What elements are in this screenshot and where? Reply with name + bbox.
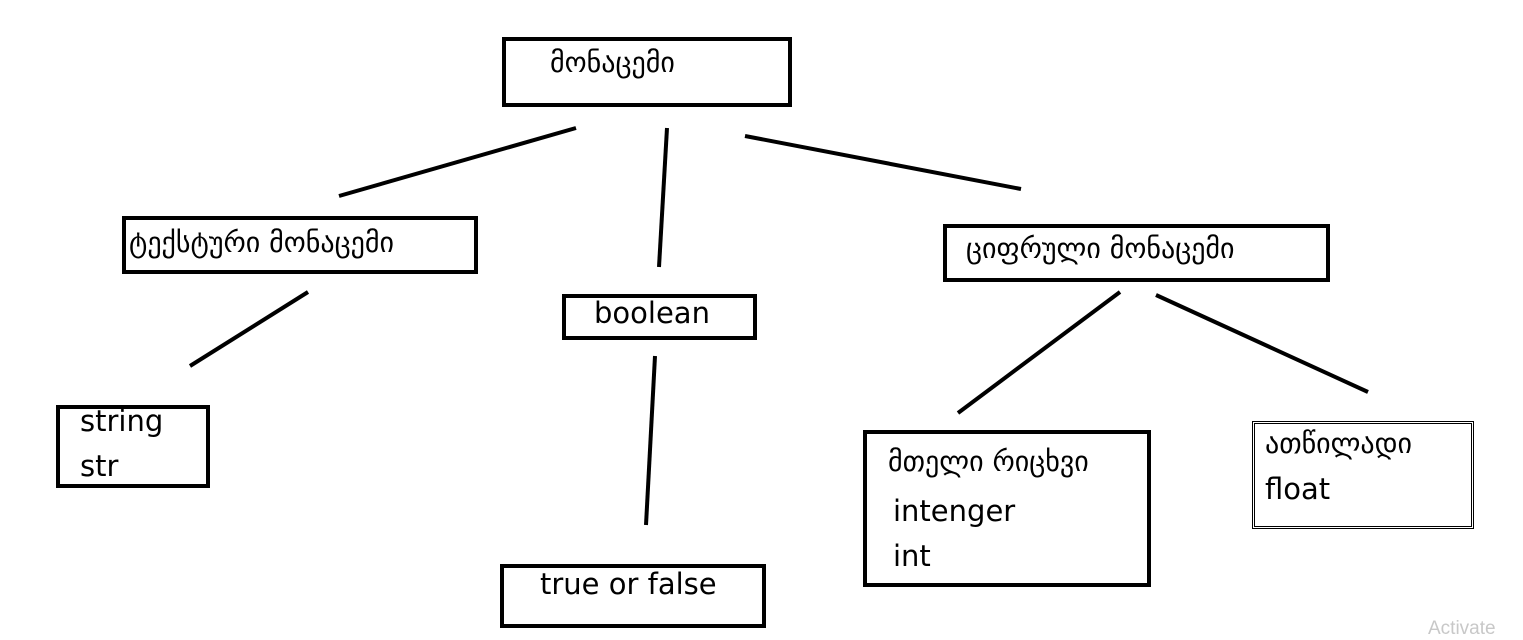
string-label: string: [80, 404, 164, 438]
intenger-label: intenger: [893, 494, 1016, 528]
connector-root-to-text: [338, 126, 577, 198]
connector-root-to-numeric: [744, 134, 1022, 191]
boolean-label: boolean: [594, 296, 710, 330]
connector-root-to-boolean: [657, 127, 669, 268]
boolean-node: [562, 294, 757, 340]
str-label: str: [80, 449, 119, 483]
activate-watermark: Activate: [1428, 618, 1496, 639]
true-or-false-node: [500, 564, 766, 628]
root-label: მონაცემი: [550, 46, 675, 79]
connector-boolean-to-truefalse: [644, 355, 657, 526]
text-data-node: [122, 216, 478, 274]
true-or-false-label: true or false: [540, 567, 717, 601]
root-node: [502, 37, 792, 107]
numeric-data-node: [943, 224, 1330, 282]
numeric-data-label: ციფრული მონაცემი: [966, 232, 1235, 265]
integer-georgian-label: მთელი რიცხვი: [888, 445, 1089, 478]
connector-numeric-to-integer: [956, 290, 1122, 415]
string-node: [56, 405, 210, 488]
float-node: [1252, 421, 1474, 529]
connector-numeric-to-float: [1155, 293, 1369, 394]
integer-node: [863, 430, 1151, 587]
text-data-label: ტექსტური მონაცემი: [129, 226, 394, 259]
float-georgian-label: ათწილადი: [1265, 427, 1413, 460]
int-label: int: [893, 539, 931, 573]
float-label: float: [1265, 472, 1331, 506]
connector-text-to-string: [188, 290, 310, 368]
